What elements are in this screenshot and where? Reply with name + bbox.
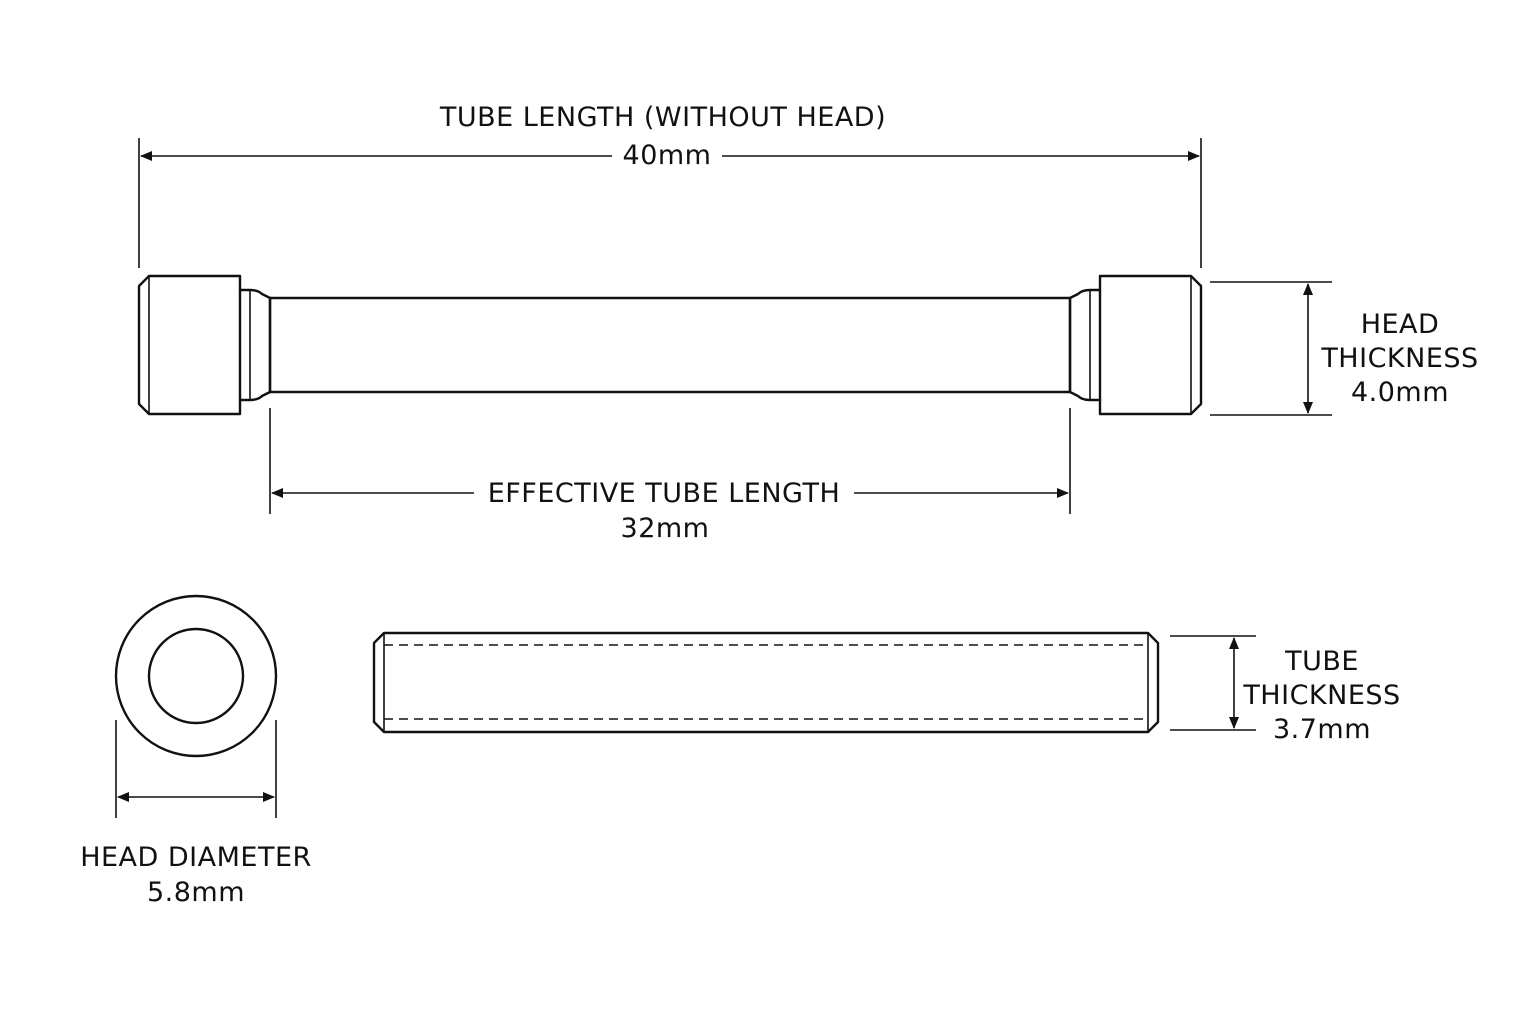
head-thickness-value: 4.0mm <box>1350 377 1450 408</box>
tube-length-dimension <box>138 138 1202 268</box>
head-thickness-label-line1: HEAD <box>1360 309 1440 340</box>
head-inner-circle <box>147 627 245 725</box>
head-outer-circle <box>114 594 278 758</box>
tube-view <box>372 631 1160 734</box>
left-head <box>137 274 242 416</box>
head-thickness-dimension <box>1210 281 1332 416</box>
left-neck <box>238 288 272 402</box>
head-end-view <box>114 594 278 818</box>
head-diameter-label: HEAD DIAMETER <box>80 842 312 873</box>
effective-length-value: 32mm <box>620 513 710 544</box>
tube-thickness-label-line1: TUBE <box>1285 646 1359 677</box>
right-neck <box>1068 288 1102 402</box>
effective-length-label: EFFECTIVE TUBE LENGTH <box>487 478 841 509</box>
pin-side-view <box>137 274 1203 416</box>
tube-thickness-label-line2: THICKNESS <box>1243 680 1401 711</box>
tube-length-label: TUBE LENGTH (WITHOUT HEAD) <box>439 102 887 133</box>
head-diameter-value: 5.8mm <box>146 877 246 908</box>
right-head <box>1098 274 1203 416</box>
head-thickness-label-line2: THICKNESS <box>1321 343 1479 374</box>
tube-thickness-value: 3.7mm <box>1272 714 1372 745</box>
effective-length-dimension <box>269 408 1071 514</box>
tube-thickness-dimension <box>1170 635 1256 731</box>
tube-length-value: 40mm <box>622 140 712 171</box>
